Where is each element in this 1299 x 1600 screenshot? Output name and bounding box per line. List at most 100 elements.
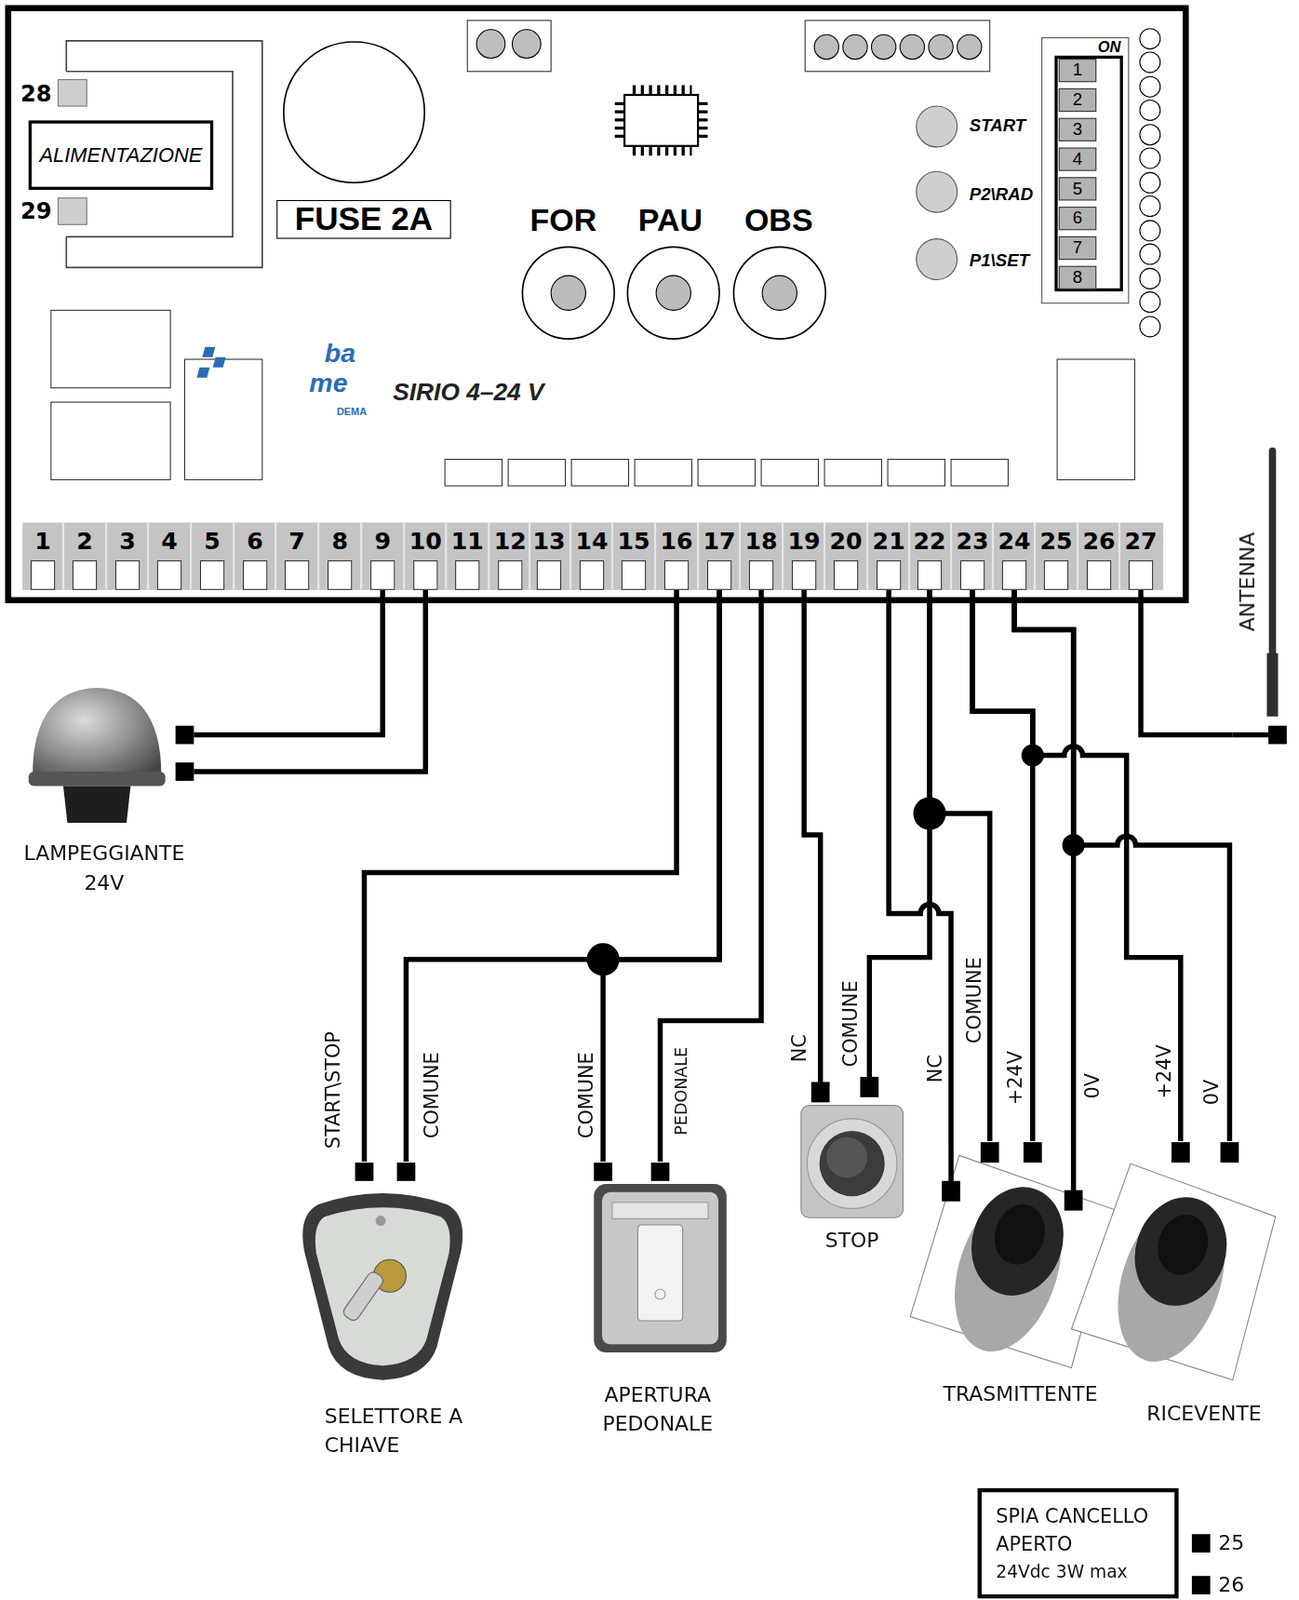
control-board <box>8 8 1187 601</box>
photocell-receiver-drawing <box>1220 1141 1240 1163</box>
terminal: 14 <box>571 525 613 590</box>
terminal-number: 4 <box>148 525 190 557</box>
control-board <box>1058 177 1096 201</box>
pin-name: COMUNE <box>963 956 986 1044</box>
control-board <box>814 34 839 59</box>
stop-button-drawing <box>801 1105 904 1219</box>
antenna-drawing <box>1266 653 1278 717</box>
control-board <box>632 85 693 95</box>
terminal-number: 5 <box>191 525 233 557</box>
pin-name: COMUNE <box>840 979 863 1067</box>
terminal-screw <box>1002 560 1027 590</box>
device-label: SELETTORE A CHIAVE <box>324 1401 478 1461</box>
photocell-transmitter-drawing <box>1023 1141 1043 1163</box>
dip-number: 5 <box>1072 178 1083 199</box>
terminal-number: 21 <box>868 525 910 557</box>
terminal: 7 <box>276 525 318 590</box>
terminal: 21 <box>868 525 910 590</box>
terminal-number: 19 <box>783 525 825 557</box>
photocell-receiver-drawing <box>1121 1184 1241 1317</box>
control-board <box>928 34 953 59</box>
terminal-screw <box>707 560 732 590</box>
brand-logo: ba <box>324 338 356 370</box>
device-label: STOP <box>785 1225 919 1256</box>
wire <box>1140 589 1233 736</box>
terminal-number: 14 <box>571 525 613 557</box>
control-board <box>1139 76 1161 97</box>
control-board <box>871 34 897 59</box>
stop-button-drawing <box>806 1118 898 1209</box>
key-selector-drawing <box>355 1162 375 1181</box>
terminal-number: 24 <box>993 525 1035 557</box>
terminal-screw <box>1128 560 1153 590</box>
terminal: 15 <box>613 525 655 590</box>
pin-name: NC <box>924 1054 948 1083</box>
key-selector-drawing <box>341 1269 386 1323</box>
pin-name: NC <box>789 1033 812 1062</box>
control-board <box>1139 316 1161 337</box>
control-board <box>522 246 615 339</box>
stop-button-drawing <box>819 1130 885 1196</box>
terminal-screw <box>72 560 97 590</box>
pin-name: +24V <box>1152 1044 1176 1099</box>
wire <box>193 589 383 736</box>
terminal: 18 <box>740 525 782 590</box>
control-board <box>624 94 698 147</box>
flashing-light-drawing <box>63 785 131 822</box>
flashing-light-drawing <box>28 771 166 786</box>
terminal-number: 27 <box>1120 525 1162 557</box>
control-board <box>444 458 502 486</box>
control-board <box>1058 147 1096 171</box>
trimmer-name: OBS <box>744 201 814 239</box>
control-board <box>1056 56 1122 290</box>
pedestrian-button-drawing <box>602 1191 719 1344</box>
control-board <box>1139 52 1161 73</box>
board-model-name: SIRIO 4–24 V <box>392 377 544 407</box>
control-board: SIRIO 4–24 VALIMENTAZIONEFUSE 2A12345678… <box>8 8 1187 601</box>
control-board <box>1058 266 1096 289</box>
terminal-screw <box>1044 560 1069 590</box>
terminal-screw <box>327 560 352 590</box>
control-board <box>762 275 797 310</box>
pedestrian-button: APERTURA PEDONALE <box>583 1161 732 1443</box>
control-board <box>950 458 1008 486</box>
photocell-receiver-drawing <box>1098 1185 1245 1376</box>
wire <box>972 589 1033 1141</box>
control-board <box>804 20 990 72</box>
terminal-screw <box>579 560 604 590</box>
terminal-number: 15 <box>613 525 655 557</box>
terminal-screw <box>664 560 689 590</box>
control-board <box>634 458 692 486</box>
terminal-screw <box>115 560 140 590</box>
terminal: 6 <box>234 525 276 590</box>
device-label: LAMPEGGIANTE 24V <box>13 838 194 898</box>
control-board <box>1139 28 1161 337</box>
terminal-number: 2 <box>64 525 106 557</box>
terminal: 16 <box>656 525 697 590</box>
control-board <box>8 8 1187 601</box>
control-board <box>899 34 925 59</box>
control-board <box>1139 99 1161 121</box>
control-board <box>1058 236 1096 259</box>
lamp-terminals <box>1191 1533 1211 1594</box>
trimmer-name: FOR <box>529 201 597 239</box>
terminal: 1 <box>22 525 64 590</box>
photocell-transmitter: TRASMITTENTE <box>923 1140 1117 1412</box>
key-selector-drawing <box>315 1206 451 1366</box>
control-board <box>697 458 755 486</box>
control-board <box>632 146 693 156</box>
control-board <box>887 458 945 486</box>
terminal-number: 10 <box>404 525 446 557</box>
terminal-number: 17 <box>698 525 740 557</box>
control-board <box>512 29 542 59</box>
pedestrian-button-drawing <box>593 1183 727 1353</box>
terminal-screw <box>621 560 646 590</box>
photocell-transmitter-drawing <box>935 1173 1081 1366</box>
box-title: ALIMENTAZIONE <box>39 144 202 167</box>
device-label: APERTURA PEDONALE <box>583 1379 732 1440</box>
wire <box>888 589 951 1141</box>
pedestrian-button-drawing <box>612 1202 709 1219</box>
terminal-screw <box>749 560 774 590</box>
control-board <box>1139 220 1161 242</box>
control-board <box>58 80 88 108</box>
